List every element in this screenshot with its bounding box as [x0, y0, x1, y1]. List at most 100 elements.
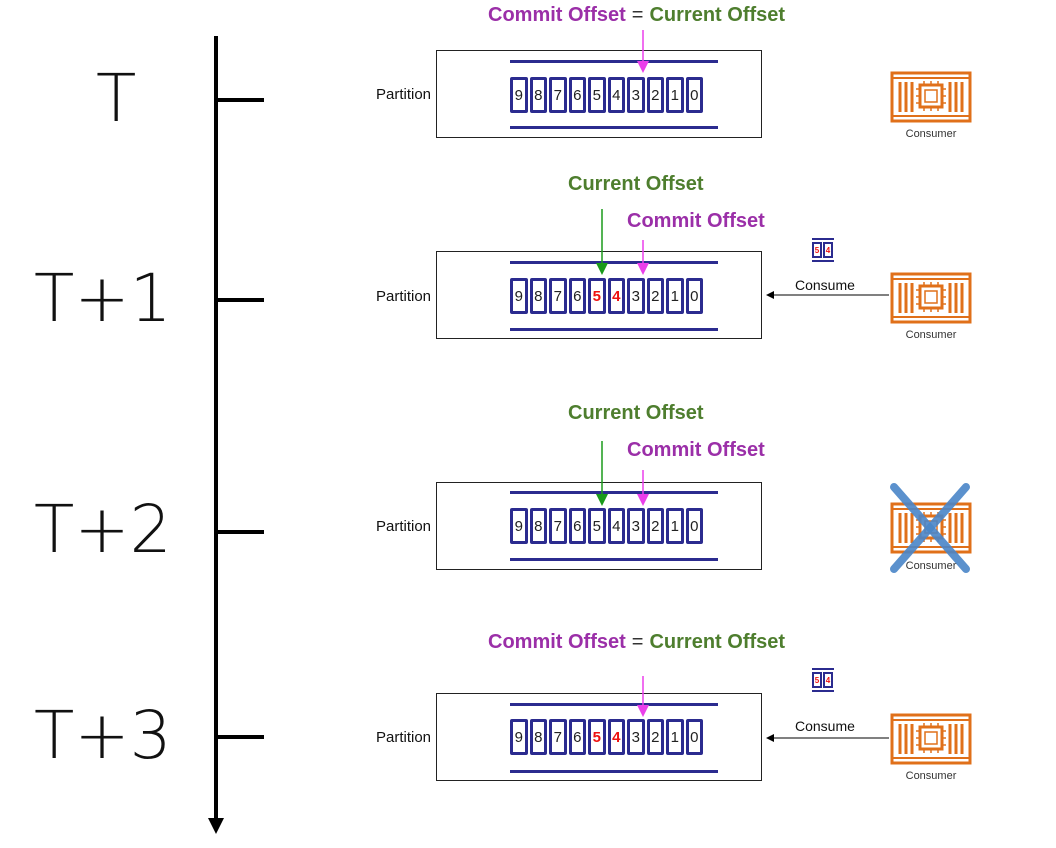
current-offset-label: Current Offset — [568, 173, 704, 195]
offset-cell: 9 — [510, 278, 528, 314]
partition-label: Partition — [376, 729, 432, 746]
offset-cell: 9 — [510, 77, 528, 113]
offset-cell: 3 — [627, 719, 645, 755]
offset-cell: 1 — [666, 278, 684, 314]
offset-cell: 6 — [568, 719, 586, 755]
current-offset-label: Current Offset — [568, 402, 704, 424]
offset-cell: 2 — [646, 508, 664, 544]
time-label-t: T — [96, 60, 137, 137]
offset-cell: 6 — [568, 278, 586, 314]
commit-offset-label: Commit Offset — [627, 210, 765, 232]
offset-cell: 1 — [666, 508, 684, 544]
fetched-cell: 4 — [823, 242, 833, 258]
consumer-label: Consumer — [905, 560, 957, 572]
partition-rail-bottom — [510, 328, 718, 331]
consumer-icon — [890, 271, 972, 330]
offset-cell: 8 — [529, 278, 547, 314]
offset-cell: 9 — [510, 508, 528, 544]
fetched-rail — [812, 238, 834, 240]
partition-rail-bottom — [510, 770, 718, 773]
partition-rail-bottom — [510, 558, 718, 561]
offset-cell: 7 — [549, 508, 567, 544]
partition-rail-top — [510, 491, 718, 494]
consume-label: Consume — [795, 277, 855, 293]
offset-cell: 8 — [529, 508, 547, 544]
consumer-icon — [890, 712, 972, 771]
offset-cell: 7 — [549, 719, 567, 755]
offset-cell: 7 — [549, 278, 567, 314]
offset-cell: 5 — [588, 719, 606, 755]
timeline-arrowhead — [208, 818, 224, 834]
offset-annotation-combined: Commit Offset=Current Offset — [488, 4, 785, 27]
fetched-rail — [812, 260, 834, 262]
partition-label: Partition — [376, 288, 432, 305]
offset-cell: 6 — [568, 77, 586, 113]
fetched-rail — [812, 690, 834, 692]
chip-icon — [918, 284, 944, 310]
current-offset-label: Current Offset — [649, 631, 786, 653]
partition-box — [436, 251, 762, 339]
offset-cell: 4 — [607, 278, 625, 314]
consumer-container-icon — [890, 71, 972, 123]
time-label-t3: T+3 — [34, 697, 172, 774]
offset-cell: 8 — [529, 77, 547, 113]
offset-cell: 8 — [529, 719, 547, 755]
offset-cell: 2 — [646, 278, 664, 314]
consume-label: Consume — [795, 718, 855, 734]
commit-offset-label: Commit Offset — [488, 631, 626, 653]
consumer-container-icon — [890, 713, 972, 765]
partition-label: Partition — [376, 518, 432, 535]
chip-icon — [918, 83, 944, 109]
partition-rail-top — [510, 60, 718, 63]
time-label-t1: T+1 — [34, 260, 172, 337]
fetched-rail — [812, 668, 834, 670]
consumer-label: Consumer — [905, 329, 957, 341]
offset-cell: 4 — [607, 508, 625, 544]
offset-annotation-combined: Commit Offset=Current Offset — [488, 631, 785, 654]
time-label-t2: T+2 — [34, 491, 172, 568]
offset-cell: 5 — [588, 77, 606, 113]
offset-cell: 3 — [627, 77, 645, 113]
offset-cell: 2 — [646, 77, 664, 113]
partition-box — [436, 693, 762, 781]
offset-cell: 6 — [568, 508, 586, 544]
consumer-container-icon — [890, 272, 972, 324]
offset-cell: 9 — [510, 719, 528, 755]
offset-cell: 3 — [627, 278, 645, 314]
offset-cell: 0 — [685, 278, 703, 314]
fetched-cell: 5 — [812, 242, 822, 258]
offset-cell: 5 — [588, 278, 606, 314]
offset-cell: 4 — [607, 77, 625, 113]
offset-cell: 0 — [685, 77, 703, 113]
offset-cell: 0 — [685, 719, 703, 755]
consumer-icon — [890, 70, 972, 129]
partition-box — [436, 50, 762, 138]
partition-label: Partition — [376, 86, 432, 103]
fetched-cell: 5 — [812, 672, 822, 688]
partition-rail-top — [510, 703, 718, 706]
consumer-icon — [890, 483, 972, 578]
offset-cell: 4 — [607, 719, 625, 755]
consumer-label: Consumer — [905, 128, 957, 140]
fetched-cell: 4 — [823, 672, 833, 688]
offset-cell: 0 — [685, 508, 703, 544]
partition-box — [436, 482, 762, 570]
current-offset-label: Current Offset — [649, 4, 786, 26]
commit-offset-label: Commit Offset — [488, 4, 626, 26]
offset-cell: 1 — [666, 719, 684, 755]
consumer-container-icon — [890, 483, 972, 573]
chip-icon — [918, 725, 944, 751]
offset-cell: 3 — [627, 508, 645, 544]
consumer-label: Consumer — [905, 770, 957, 782]
equals-sign: = — [631, 4, 644, 26]
commit-offset-label: Commit Offset — [627, 439, 765, 461]
